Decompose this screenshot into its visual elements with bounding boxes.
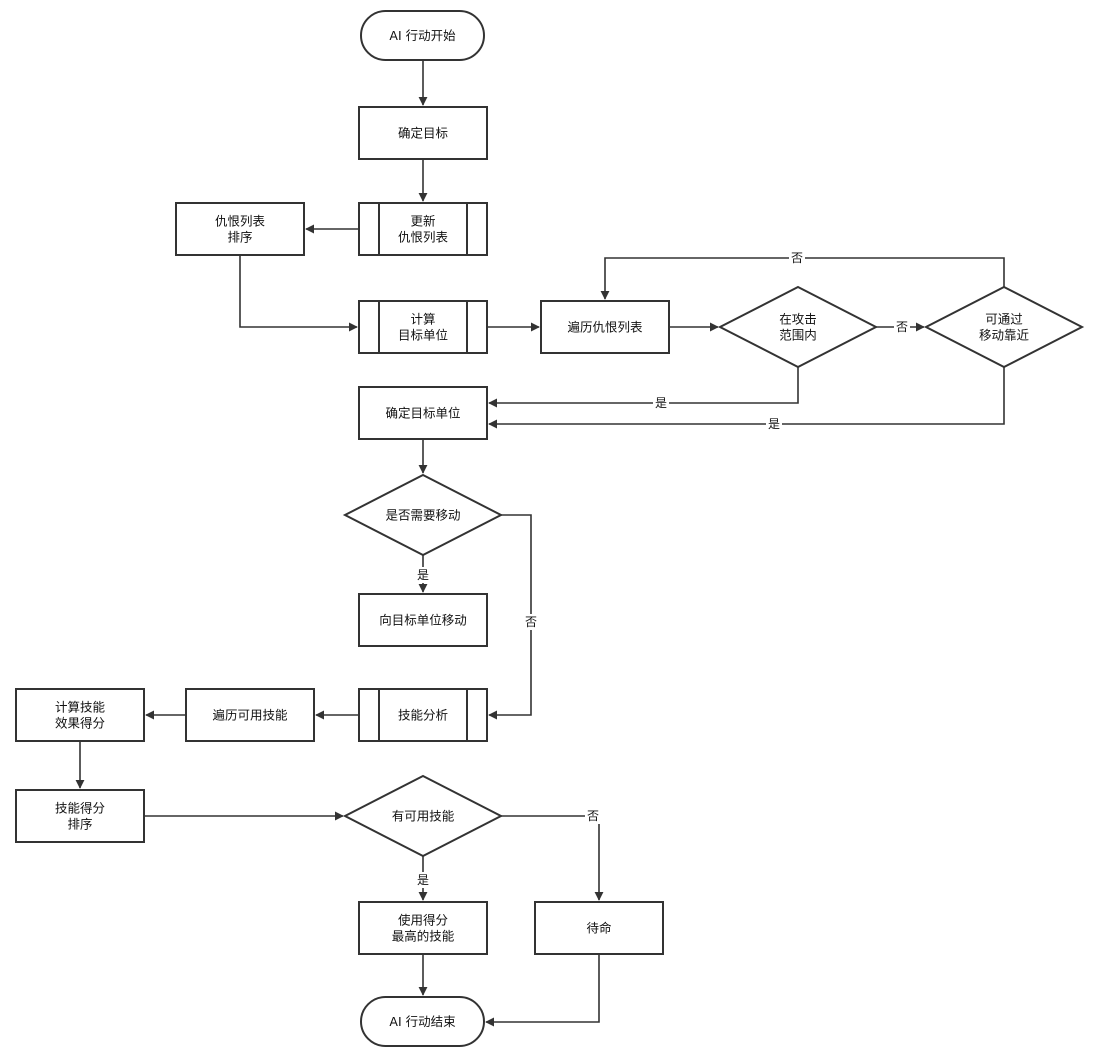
edge-label-yes: 是 xyxy=(417,568,429,582)
node-label: 最高的技能 xyxy=(392,929,455,944)
process-box xyxy=(540,300,670,354)
edge-label-no: 否 xyxy=(587,809,599,823)
node-label: 确定目标 xyxy=(398,126,448,141)
edge-label-bg xyxy=(653,395,669,411)
edge-label-bg xyxy=(894,319,910,335)
edge-label-bg xyxy=(523,614,539,630)
edge-label-bg xyxy=(415,872,431,888)
decision-diamond xyxy=(342,473,504,557)
node-label: 效果得分 xyxy=(55,716,105,731)
edge-in-range-yes-to-target-unit xyxy=(488,367,799,408)
node-skill-analysis: 技能分析 xyxy=(358,688,488,742)
edge-label-bg xyxy=(415,567,431,583)
edge-label-no: 否 xyxy=(791,251,803,265)
node-label: 在攻击 xyxy=(779,312,817,327)
node-traverse-hate-list: 遍历仇恨列表 xyxy=(540,300,670,354)
edge-has-skill-no-to-standby xyxy=(501,815,604,901)
process-box xyxy=(358,300,488,354)
node-label: 计算 xyxy=(410,312,435,327)
node-label: 确定目标单位 xyxy=(385,406,460,421)
edge-label-yes: 是 xyxy=(655,396,667,410)
process-box xyxy=(534,901,664,955)
node-label: 范围内 xyxy=(779,328,817,343)
node-label: 移动靠近 xyxy=(979,328,1030,343)
process-box xyxy=(358,593,488,647)
process-box xyxy=(175,202,305,256)
edge-label-bg xyxy=(789,250,805,266)
node-label: 待命 xyxy=(586,921,612,936)
node-label: 仇恨列表 xyxy=(215,214,266,229)
node-label: 技能分析 xyxy=(398,708,448,723)
node-label: 可通过 xyxy=(985,312,1023,327)
decision-diamond xyxy=(923,285,1085,369)
node-need-move: 是否需要移动 xyxy=(342,473,504,557)
node-label: 仇恨列表 xyxy=(398,230,449,245)
edge-label-no: 否 xyxy=(896,320,908,334)
node-label: 使用得分 xyxy=(398,913,448,928)
node-traverse-skills: 遍历可用技能 xyxy=(185,688,315,742)
node-label: AI 行动开始 xyxy=(389,28,456,43)
node-has-skill: 有可用技能 xyxy=(342,774,504,858)
node-determine-target-unit: 确定目标单位 xyxy=(358,386,488,440)
node-start: AI 行动开始 xyxy=(360,10,485,61)
process-box xyxy=(358,106,488,160)
decision-diamond xyxy=(717,285,879,369)
node-label: 计算技能 xyxy=(55,700,106,715)
node-label: 遍历仇恨列表 xyxy=(567,320,643,335)
process-box xyxy=(15,688,145,742)
node-label: 更新 xyxy=(410,214,435,229)
node-label: 向目标单位移动 xyxy=(379,613,467,628)
terminal-shape xyxy=(360,996,485,1047)
node-standby: 待命 xyxy=(534,901,664,955)
terminal-shape xyxy=(360,10,485,61)
process-box xyxy=(185,688,315,742)
node-determine-target: 确定目标 xyxy=(358,106,488,160)
node-label: 技能得分 xyxy=(55,801,105,816)
process-box xyxy=(358,386,488,440)
edge-can-move-yes-to-target-unit xyxy=(488,367,1005,429)
edge-label-bg xyxy=(585,808,601,824)
node-move-to-target: 向目标单位移动 xyxy=(358,593,488,647)
node-label: 遍历可用技能 xyxy=(212,708,288,723)
edge-label-yes: 是 xyxy=(417,873,429,887)
process-box xyxy=(358,202,488,256)
edge-standby-to-end xyxy=(485,954,600,1027)
node-label: AI 行动结束 xyxy=(389,1014,456,1029)
node-label: 排序 xyxy=(227,230,252,245)
node-end: AI 行动结束 xyxy=(360,996,485,1047)
edge-label-yes: 是 xyxy=(768,417,780,431)
edge-label-bg xyxy=(766,416,782,432)
edge-label-no: 否 xyxy=(525,615,537,629)
process-box xyxy=(15,789,145,843)
node-label: 目标单位 xyxy=(398,328,448,343)
edge-sort-hate-to-calc-target xyxy=(239,255,358,332)
node-label: 有可用技能 xyxy=(392,809,455,824)
node-label: 是否需要移动 xyxy=(385,508,460,523)
process-box xyxy=(358,901,488,955)
process-box xyxy=(358,688,488,742)
node-label: 排序 xyxy=(67,817,92,832)
decision-diamond xyxy=(342,774,504,858)
